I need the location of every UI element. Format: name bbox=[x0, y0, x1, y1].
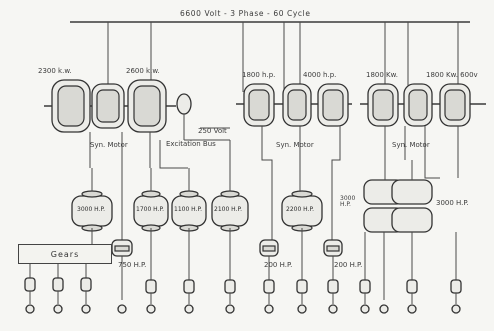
unit-label-1: 3000 H.P. bbox=[77, 206, 106, 213]
unit-label-2: 1700 H.P. bbox=[136, 206, 165, 213]
unit-label-6: 3000 H.P. bbox=[340, 195, 356, 208]
unit-motor-7-upper bbox=[391, 179, 433, 205]
unit-motor-7-lower bbox=[391, 207, 433, 233]
machine-set-1 bbox=[44, 79, 230, 141]
rating-label-2: 2600 k.w. bbox=[126, 67, 160, 75]
excitation-bus-label: Excitation Bus bbox=[166, 140, 216, 148]
gears-box: Gears bbox=[18, 244, 112, 264]
rating-label-4: 4000 h.p. bbox=[303, 71, 337, 79]
machine-set-2 bbox=[236, 83, 352, 127]
feeder-lines bbox=[89, 126, 459, 240]
main-bus-label: 6600 Volt - 3 Phase - 60 Cycle bbox=[180, 9, 311, 18]
unit-label-7: 3000 H.P. bbox=[436, 199, 469, 207]
rating-label-5: 1800 Kw. bbox=[366, 71, 398, 79]
excitation-voltage-label: 250 Volt bbox=[198, 127, 227, 135]
exciter bbox=[176, 93, 192, 115]
machine-set-3 bbox=[360, 83, 486, 127]
gears-label: Gears bbox=[50, 249, 80, 259]
syn-motor-label-3: Syn. Motor bbox=[392, 141, 430, 149]
small-motor-label-2: 200 H.P. bbox=[264, 261, 293, 269]
small-motors bbox=[111, 239, 343, 257]
rating-label-1: 2300 k.w. bbox=[38, 67, 72, 75]
gears-connections bbox=[29, 228, 93, 278]
syn-motor-label-2: Syn. Motor bbox=[276, 141, 314, 149]
unit-label-5: 2200 H.P. bbox=[286, 206, 315, 213]
rating-label-6: 1800 Kw. 600v bbox=[426, 71, 478, 79]
unit-label-3: 1100 H.P. bbox=[174, 206, 203, 213]
unit-label-4: 2100 H.P. bbox=[214, 206, 243, 213]
unit-motors bbox=[71, 160, 433, 233]
bus-drops bbox=[107, 22, 459, 92]
small-motor-label-1: 750 H.P. bbox=[118, 261, 147, 269]
syn-motor-label-1: Syn. Motor bbox=[90, 141, 128, 149]
rating-label-3: 1800 h.p. bbox=[242, 71, 276, 79]
small-motor-label-3: 200 H.P. bbox=[334, 261, 363, 269]
bottom-drives bbox=[24, 228, 462, 314]
